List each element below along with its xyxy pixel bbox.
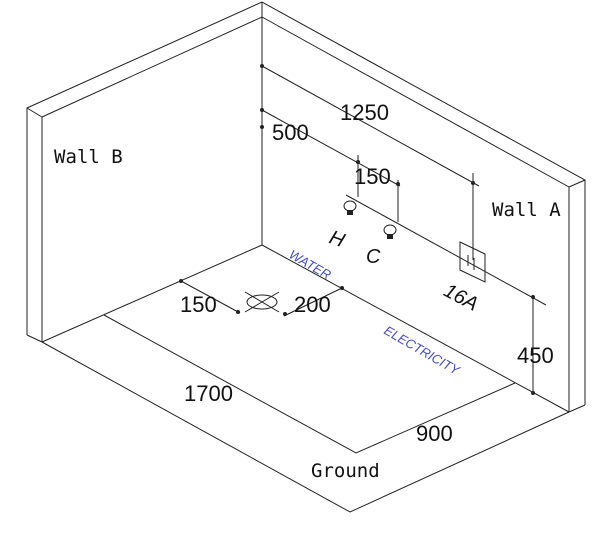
ground-label: Ground (311, 460, 380, 482)
wall-a-label: Wall A (492, 199, 561, 221)
hot-faucet-icon (343, 200, 357, 215)
cold-faucet-icon (383, 224, 397, 239)
dimension-200-drain: 200 (294, 292, 331, 317)
dimension-1700: 1700 (184, 381, 233, 406)
electricity-label: ELECTRICITY (382, 323, 464, 379)
floor-drain-icon (244, 291, 280, 313)
dimension-150-faucets: 150 (354, 164, 391, 189)
tray-outline (103, 314, 516, 454)
dimension-900: 900 (416, 421, 453, 446)
electric-outlet-icon (459, 241, 486, 283)
floor-outline (41, 17, 570, 513)
dimension-150-drain: 150 (180, 292, 217, 317)
cold-label: C (366, 246, 381, 268)
drain-dimension-lines (179, 279, 344, 317)
dimension-450: 450 (517, 343, 554, 368)
hot-label: H (326, 227, 348, 253)
dimension-1250: 1250 (340, 100, 389, 125)
outlet-rating-label: 16A (440, 280, 482, 316)
water-label: WATER (287, 247, 334, 283)
dimension-500: 500 (272, 120, 309, 145)
faucet-dimension-lines (260, 64, 547, 395)
wall-b-label: Wall B (54, 146, 123, 168)
